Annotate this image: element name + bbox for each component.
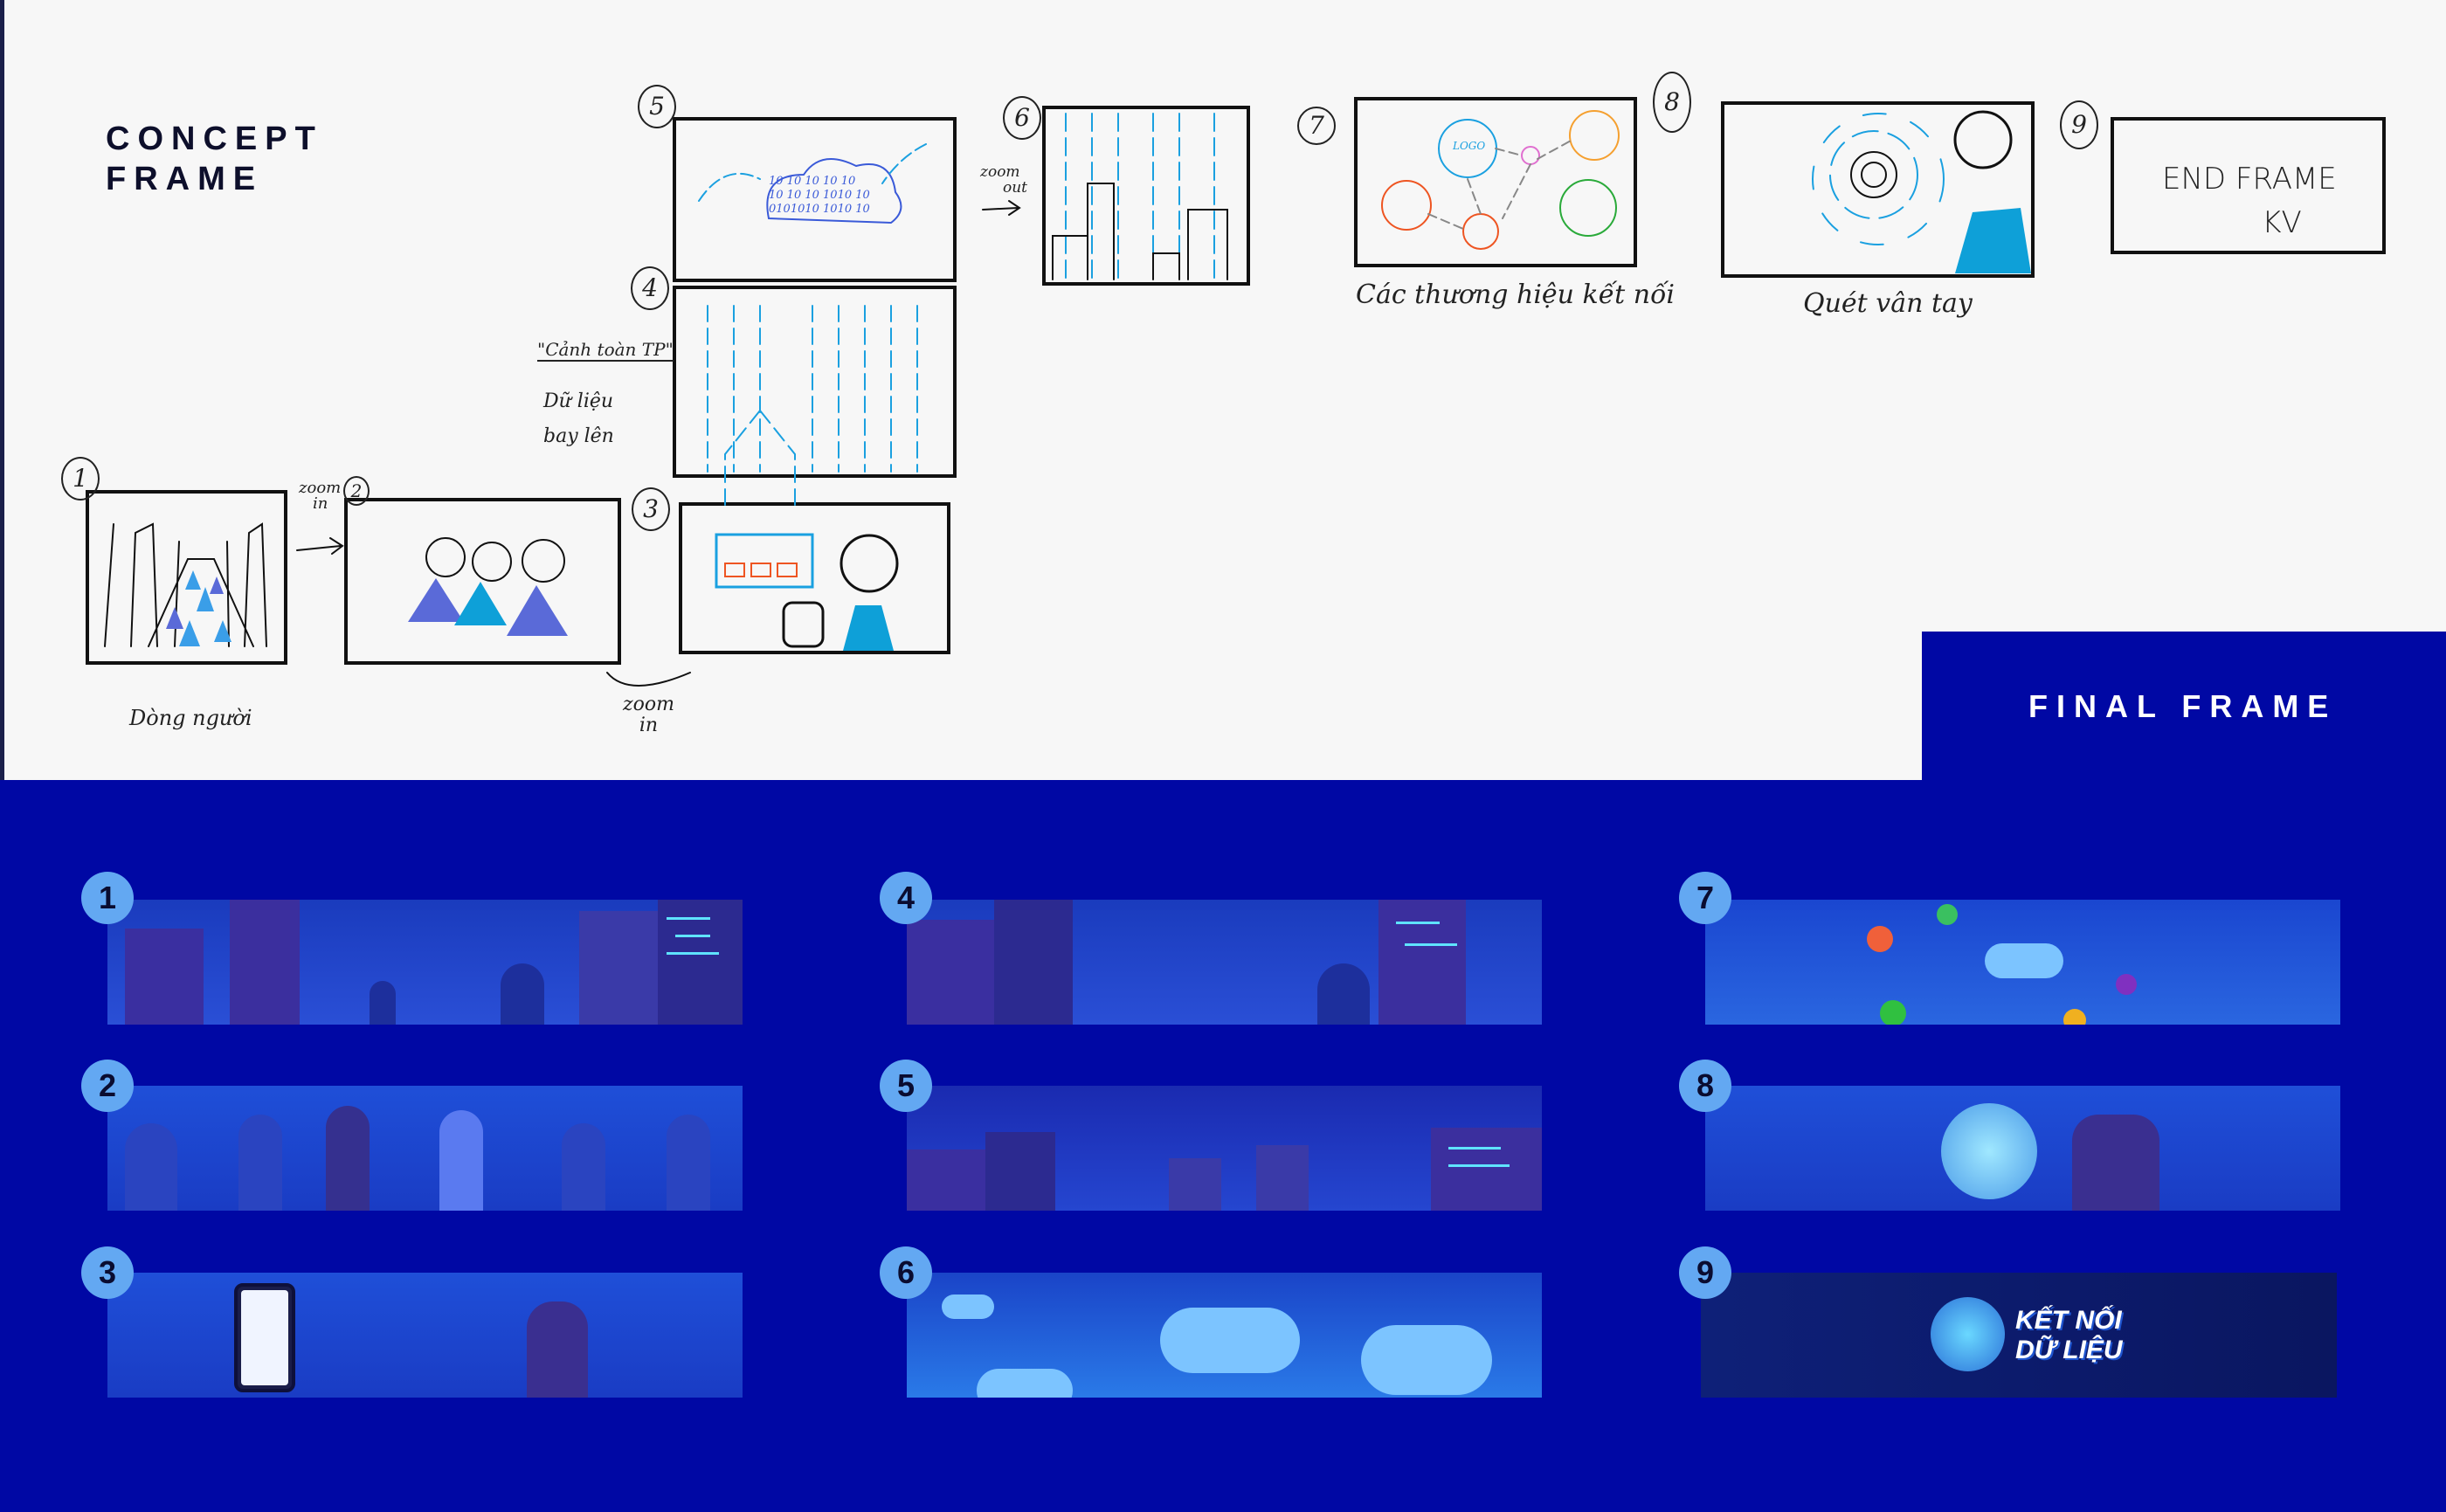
storyboard-sketches: [86, 97, 2386, 687]
title-line: FRAME: [106, 161, 264, 197]
note-line: zoom: [980, 163, 1020, 181]
note-line: in: [313, 494, 328, 513]
note-crowd: Dòng người: [129, 706, 252, 730]
final-frame-6[interactable]: [907, 1273, 1542, 1398]
final-frame-3[interactable]: [107, 1273, 743, 1398]
frame-badge-2: 2: [81, 1060, 134, 1112]
arrow: [982, 200, 1021, 216]
note-line: out: [1003, 179, 1028, 197]
final-frame-header: [1922, 632, 2446, 780]
frame-badge-1: 1: [81, 872, 134, 924]
sketch-frame-6: [1042, 106, 1250, 286]
final-frame-5[interactable]: [907, 1086, 1542, 1211]
frame-badge-9: 9: [1679, 1246, 1731, 1299]
fingerprint-icon: [1931, 1297, 2005, 1371]
note-line: END FRAME: [2162, 162, 2337, 197]
sketch-frame-8: [1721, 101, 2035, 278]
sketch-frame-4: [673, 286, 957, 507]
sketch-frame-7: [1354, 97, 1637, 267]
note-line: 0101010 1010 10: [769, 203, 870, 216]
frame-badge-7: 7: [1679, 872, 1731, 924]
frame-badge-5: 5: [880, 1060, 932, 1112]
note-line: zoom: [299, 479, 342, 497]
headline-line: DỮ LIỆU: [2015, 1336, 2123, 1364]
note-line: 10 10 10 10 10: [769, 175, 856, 188]
sketch-frame-3: [679, 502, 950, 654]
note-logo: LOGO: [1453, 140, 1486, 152]
headline-line: KẾT NỐI: [2015, 1306, 2122, 1335]
arrow: [606, 672, 691, 687]
sketch-number-5: 5: [638, 85, 676, 128]
frame-badge-8: 8: [1679, 1060, 1731, 1112]
sketch-number-2: 2: [343, 476, 370, 506]
arrow: [296, 537, 344, 555]
note-line: Dữ liệu: [543, 390, 614, 412]
note-line: zoom: [623, 694, 674, 715]
frame-badge-6: 6: [880, 1246, 932, 1299]
final-frame-8[interactable]: [1705, 1086, 2340, 1211]
note-line: in: [639, 715, 659, 736]
final-frame-2[interactable]: [107, 1086, 743, 1211]
sketch-number-8: 8: [1653, 72, 1691, 133]
final-frame-4[interactable]: [907, 900, 1542, 1025]
note-end-frame: END FRAME KV: [2162, 157, 2337, 245]
sketch-number-6: 6: [1003, 96, 1041, 140]
note-line: KV: [2262, 205, 2302, 240]
sketch-number-3: 3: [632, 487, 670, 531]
note-fingerprint: Quét vân tay: [1803, 288, 1973, 319]
sketch-frame-1: [86, 490, 287, 665]
frame-badge-3: 3: [81, 1246, 134, 1299]
sketch-number-1: 1: [61, 457, 100, 501]
final-frame-title: FINAL FRAME: [2028, 688, 2338, 724]
note-line: 10 10 10 1010 10: [769, 189, 870, 202]
sketch-number-4: 4: [631, 266, 669, 310]
sketch-number-9: 9: [2060, 100, 2098, 149]
final-frame-1[interactable]: [107, 900, 743, 1025]
final-frame-7[interactable]: [1705, 900, 2340, 1025]
sketch-frame-2: [344, 498, 621, 665]
frame-badge-4: 4: [880, 872, 932, 924]
note-data-rises: Dữ liệu bay lên: [543, 384, 614, 454]
concept-frame-title: CONCEPT FRAME: [106, 119, 323, 199]
note-line: bay lên: [543, 425, 614, 447]
sketch-frame-5: [673, 117, 957, 282]
sketch-number-7: 7: [1297, 107, 1336, 145]
note-city-view: "Cảnh toàn TP": [537, 339, 674, 362]
sketch-frame-9: [2111, 117, 2386, 254]
title-line: CONCEPT: [106, 121, 323, 157]
note-brands: Các thương hiệu kết nối: [1356, 280, 1676, 310]
